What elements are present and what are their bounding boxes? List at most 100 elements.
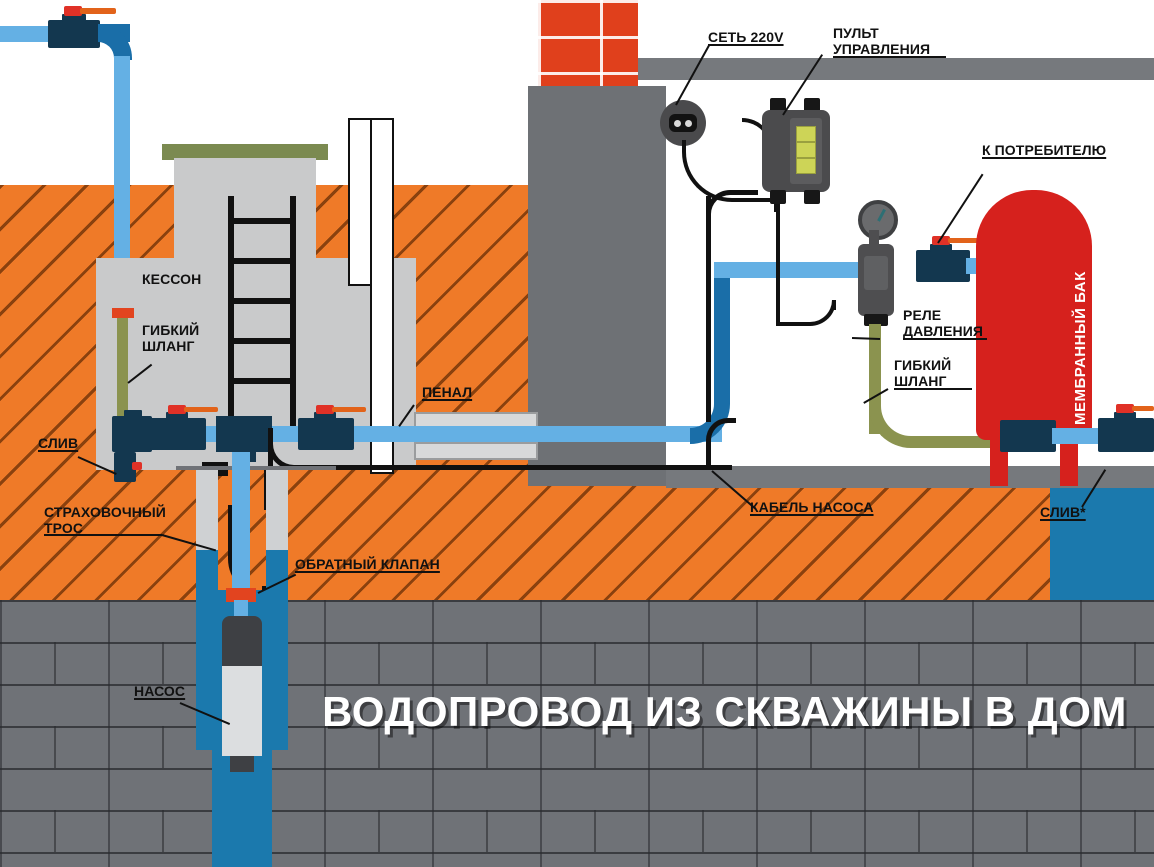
pressure-relay-foot <box>864 314 888 326</box>
ctrlbox-lug-bottom-left <box>770 190 786 204</box>
drain-valve-left-knob[interactable] <box>132 462 142 470</box>
ladder-step <box>228 378 296 384</box>
vent-pipe-right <box>370 118 394 474</box>
pencil-conduit-bottom <box>414 442 538 460</box>
tank-outlet-pipe <box>1052 428 1108 444</box>
pump-body <box>222 666 262 756</box>
socket-hole-right <box>685 120 692 127</box>
panel-to-relay-cable <box>776 204 780 326</box>
ladder-step <box>228 218 296 224</box>
pump-cable-riser-corner <box>706 418 736 470</box>
pump-cable-to-panel <box>706 196 711 422</box>
outdoor-tap-knob[interactable] <box>64 6 82 16</box>
caisson-valve-1-body <box>112 416 152 452</box>
socket-hole-left <box>674 120 681 127</box>
label-to-consumer: К ПОТРЕБИТЕЛЮ <box>982 142 1107 158</box>
gauge-needle <box>877 208 886 222</box>
ceiling-slab <box>638 58 1154 80</box>
drain-valve-right-knob[interactable] <box>1116 404 1134 413</box>
ladder-step <box>228 338 296 344</box>
outdoor-feed-pipe <box>0 26 52 42</box>
consumer-valve-collar <box>930 244 952 252</box>
vent-pipe-left <box>348 118 372 286</box>
hose-left-clamp <box>112 308 134 318</box>
control-panel-led-2 <box>796 142 816 158</box>
membrane-tank-leg-right <box>1060 434 1078 486</box>
consumer-valve-body <box>916 250 970 282</box>
label-check-valve: ОБРАТНЫЙ КЛАПАН <box>295 556 440 572</box>
relay-cable-to-relay <box>832 300 836 310</box>
caisson-valve-2-collar <box>166 412 188 420</box>
foundation-wall <box>528 86 666 486</box>
socket-inner <box>669 114 697 132</box>
label-pump-cable: КАБЕЛЬ НАСОСА <box>750 499 874 515</box>
membrane-tank-label: МЕМБРАННЫЙ БАК <box>1072 271 1089 425</box>
vent-cap-right <box>366 86 410 120</box>
caisson-valve-3-handle[interactable] <box>332 407 366 412</box>
caisson-valve-2-handle[interactable] <box>184 407 218 412</box>
caisson-valve-3-knob[interactable] <box>316 405 334 414</box>
bedrock-layer <box>0 600 1154 867</box>
ladder-rail-left <box>228 196 234 430</box>
label-pencil-conduit: ПЕНАЛ <box>422 384 473 400</box>
caisson-tee-body <box>216 416 272 452</box>
page-title: ВОДОПРОВОД ИЗ СКВАЖИНЫ В ДОМ <box>322 688 1127 735</box>
ctrlbox-lug-top-right <box>804 98 820 112</box>
pump-motor-cap <box>222 616 262 666</box>
ladder-step <box>228 298 296 304</box>
label-control-panel-underline <box>833 56 946 58</box>
label-drain-left: СЛИВ <box>38 435 79 451</box>
drain-valve-right-handle[interactable] <box>1132 406 1154 411</box>
outdoor-tap-collar <box>62 14 86 22</box>
caisson-valve-2-body <box>150 418 206 450</box>
pump-riser-pipe-lower <box>234 600 248 618</box>
floor-slab <box>666 466 1154 488</box>
caisson-valve-3-collar <box>314 412 336 420</box>
pump-tail <box>230 756 254 772</box>
label-flex-hose-left: ГИБКИЙ ШЛАНГ <box>142 322 200 354</box>
consumer-valve-knob[interactable] <box>932 236 950 245</box>
flexible-hose-left <box>117 310 128 422</box>
pressure-relay-face <box>864 256 888 290</box>
caisson-valve-3-body <box>298 418 354 450</box>
drain-valve-left-body <box>114 452 136 482</box>
ladder-rail-right <box>290 196 296 430</box>
brick-chimney <box>538 0 638 86</box>
indoor-horizontal-pipe <box>714 262 874 278</box>
caisson-valve-1-collar <box>124 410 142 418</box>
label-mains-220v: СЕТЬ 220V <box>708 29 784 45</box>
check-valve-band <box>226 588 256 602</box>
power-socket[interactable] <box>660 100 706 146</box>
foundation-footing <box>528 440 666 486</box>
caisson-floor-lip <box>176 466 336 470</box>
label-pressure-relay-underline <box>903 338 987 340</box>
water-pocket-right <box>1050 485 1154 600</box>
drain-valve-right-collar <box>1114 412 1136 420</box>
consumer-valve-handle[interactable] <box>948 238 982 243</box>
label-drain-right: СЛИВ* <box>1040 504 1086 520</box>
label-flex-hose-right: ГИБКИЙ ШЛАНГ <box>894 357 952 389</box>
label-control-panel: ПУЛЬТ УПРАВЛЕНИЯ <box>833 25 931 57</box>
drain-valve-right-body <box>1098 418 1154 452</box>
label-caisson: КЕССОН <box>142 271 202 287</box>
outdoor-tap-handle[interactable] <box>80 8 116 14</box>
caisson-lid <box>162 144 328 160</box>
pump-cable-horizontal <box>294 465 732 470</box>
ladder-step <box>228 258 296 264</box>
label-safety-rope: СТРАХОВОЧНЫЙ ТРОС <box>44 504 166 536</box>
control-panel-led-3 <box>796 158 816 174</box>
tank-outlet-valve-body <box>1000 420 1056 452</box>
membrane-tank <box>976 190 1092 440</box>
ctrlbox-lug-top-left <box>770 98 786 112</box>
buried-supply-pipe <box>354 426 722 442</box>
label-flex-hose-right-underline <box>894 388 972 390</box>
label-safety-rope-underline <box>44 534 162 536</box>
gauge-stem <box>869 230 879 246</box>
label-pump: НАСОС <box>134 683 186 699</box>
caisson-valve-2-knob[interactable] <box>168 405 186 414</box>
outdoor-tap-valve-body <box>48 20 100 48</box>
control-panel-led-1 <box>796 126 816 142</box>
ctrlbox-lug-bottom-right <box>804 190 820 204</box>
label-pressure-relay: РЕЛЕ ДАВЛЕНИЯ <box>903 307 984 339</box>
